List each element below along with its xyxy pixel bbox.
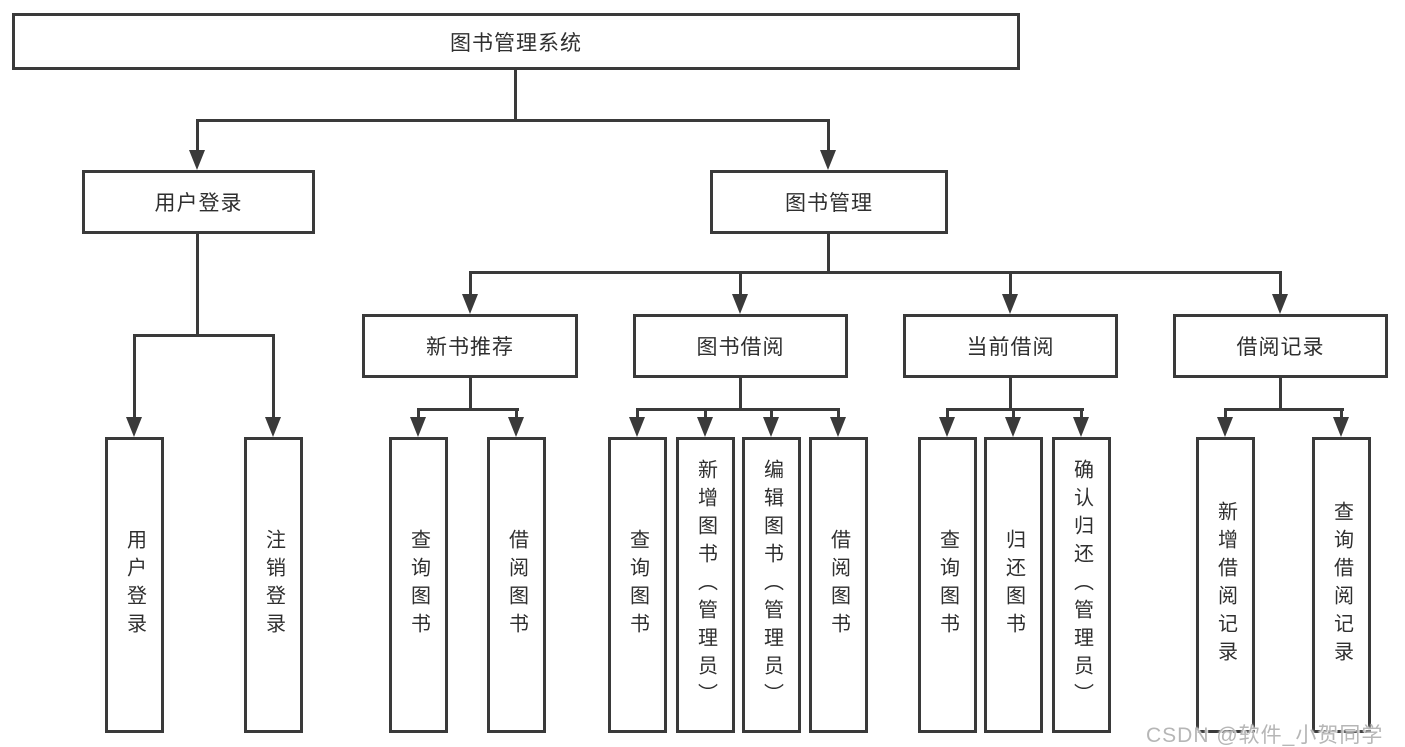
connector-line bbox=[1224, 408, 1344, 411]
node-user-login: 用户登录 bbox=[82, 170, 315, 234]
arrow-down-icon bbox=[1073, 417, 1089, 437]
leaf-add-borrow-record: 新增借阅记录 bbox=[1196, 437, 1255, 733]
node-new-book-recommend: 新书推荐 bbox=[362, 314, 578, 378]
connector-line bbox=[469, 271, 1282, 274]
leaf-logout-login: 注销登录 bbox=[244, 437, 303, 733]
arrow-down-icon bbox=[939, 417, 955, 437]
arrow-down-icon bbox=[763, 417, 779, 437]
connector-line bbox=[827, 119, 830, 152]
connector-line bbox=[1080, 408, 1083, 420]
arrow-down-icon bbox=[1333, 417, 1349, 437]
connector-line bbox=[133, 334, 275, 337]
arrow-down-icon bbox=[820, 150, 836, 170]
arrow-down-icon bbox=[1005, 417, 1021, 437]
leaf-edit-books-admin-label: 编辑图书（管理员） bbox=[760, 459, 783, 711]
connector-line bbox=[739, 378, 742, 411]
arrow-down-icon bbox=[1217, 417, 1233, 437]
arrow-down-icon bbox=[1002, 294, 1018, 314]
connector-line bbox=[469, 378, 472, 411]
connector-line bbox=[515, 408, 518, 420]
leaf-query-books-3: 查询图书 bbox=[918, 437, 977, 733]
leaf-add-books-admin-label: 新增图书（管理员） bbox=[694, 459, 717, 711]
node-current-borrow: 当前借阅 bbox=[903, 314, 1118, 378]
connector-line bbox=[636, 408, 639, 420]
node-current-borrow-label: 当前借阅 bbox=[966, 336, 1055, 359]
connector-line bbox=[837, 408, 840, 420]
arrow-down-icon bbox=[629, 417, 645, 437]
leaf-query-books-2-label: 查询图书 bbox=[626, 529, 649, 641]
leaf-query-books-2: 查询图书 bbox=[608, 437, 667, 733]
connector-line bbox=[827, 234, 830, 274]
connector-line bbox=[272, 334, 275, 418]
connector-line bbox=[196, 119, 830, 122]
leaf-return-books-label: 归还图书 bbox=[1002, 529, 1025, 641]
leaf-confirm-return-admin-label: 确认归还（管理员） bbox=[1070, 459, 1093, 711]
connector-line bbox=[514, 70, 517, 121]
leaf-query-books-3-label: 查询图书 bbox=[936, 529, 959, 641]
leaf-user-login-label: 用户登录 bbox=[123, 529, 146, 641]
leaf-borrow-books-2: 借阅图书 bbox=[809, 437, 868, 733]
node-root-label: 图书管理系统 bbox=[450, 31, 582, 55]
arrow-down-icon bbox=[508, 417, 524, 437]
connector-line bbox=[1012, 408, 1015, 420]
arrow-down-icon bbox=[265, 417, 281, 437]
connector-line bbox=[133, 334, 136, 418]
arrow-down-icon bbox=[1272, 294, 1288, 314]
connector-line bbox=[196, 119, 199, 152]
leaf-query-books-1: 查询图书 bbox=[389, 437, 448, 733]
arrow-down-icon bbox=[126, 417, 142, 437]
arrow-down-icon bbox=[697, 417, 713, 437]
node-book-management-label: 图书管理 bbox=[785, 192, 873, 215]
leaf-query-borrow-record-label: 查询借阅记录 bbox=[1330, 501, 1353, 669]
leaf-query-borrow-record: 查询借阅记录 bbox=[1312, 437, 1371, 733]
connector-line bbox=[1009, 378, 1012, 411]
arrow-down-icon bbox=[189, 150, 205, 170]
connector-line bbox=[1279, 271, 1282, 295]
leaf-user-login: 用户登录 bbox=[105, 437, 164, 733]
arrow-down-icon bbox=[830, 417, 846, 437]
arrow-down-icon bbox=[410, 417, 426, 437]
connector-line bbox=[770, 408, 773, 420]
leaf-return-books: 归还图书 bbox=[984, 437, 1043, 733]
connector-line bbox=[196, 233, 199, 337]
connector-line bbox=[739, 271, 742, 295]
node-user-login-label: 用户登录 bbox=[154, 192, 243, 215]
leaf-borrow-books-1: 借阅图书 bbox=[487, 437, 546, 733]
leaf-add-borrow-record-label: 新增借阅记录 bbox=[1214, 501, 1237, 669]
watermark: CSDN @软件_小贺同学 bbox=[1146, 724, 1384, 747]
node-book-borrow-label: 图书借阅 bbox=[696, 336, 785, 359]
node-root: 图书管理系统 bbox=[12, 13, 1020, 70]
connector-line bbox=[1009, 271, 1012, 295]
arrow-down-icon bbox=[732, 294, 748, 314]
connector-line bbox=[636, 408, 840, 411]
connector-line bbox=[1279, 378, 1282, 411]
leaf-edit-books-admin: 编辑图书（管理员） bbox=[742, 437, 801, 733]
arrow-down-icon bbox=[462, 294, 478, 314]
connector-line bbox=[417, 408, 420, 420]
connector-line bbox=[1340, 408, 1343, 420]
node-new-book-recommend-label: 新书推荐 bbox=[426, 336, 514, 359]
node-borrow-records: 借阅记录 bbox=[1173, 314, 1388, 378]
connector-line bbox=[946, 408, 1084, 411]
leaf-query-books-1-label: 查询图书 bbox=[407, 529, 430, 641]
leaf-borrow-books-1-label: 借阅图书 bbox=[505, 529, 528, 641]
connector-line bbox=[469, 271, 472, 295]
leaf-logout-login-label: 注销登录 bbox=[262, 529, 285, 641]
connector-line bbox=[1224, 408, 1227, 420]
leaf-confirm-return-admin: 确认归还（管理员） bbox=[1052, 437, 1111, 733]
connector-line bbox=[417, 408, 519, 411]
node-borrow-records-label: 借阅记录 bbox=[1236, 336, 1325, 359]
leaf-borrow-books-2-label: 借阅图书 bbox=[827, 529, 850, 641]
node-book-management: 图书管理 bbox=[710, 170, 948, 234]
connector-line bbox=[946, 408, 949, 420]
leaf-add-books-admin: 新增图书（管理员） bbox=[676, 437, 735, 733]
node-book-borrow: 图书借阅 bbox=[633, 314, 848, 378]
connector-line bbox=[704, 408, 707, 420]
